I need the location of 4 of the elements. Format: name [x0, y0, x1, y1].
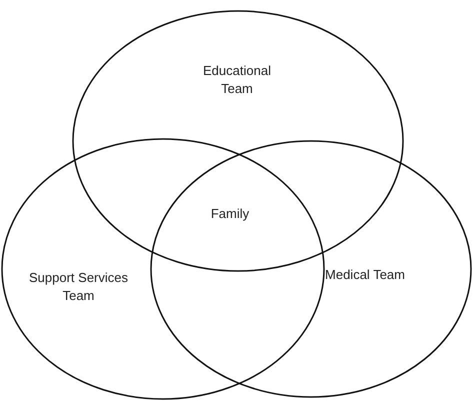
group-label: Educational Team — [202, 62, 272, 98]
group-label: Medical Team — [324, 266, 406, 284]
group-label: Support Services Team — [28, 269, 129, 305]
center-label: Family — [210, 205, 250, 223]
